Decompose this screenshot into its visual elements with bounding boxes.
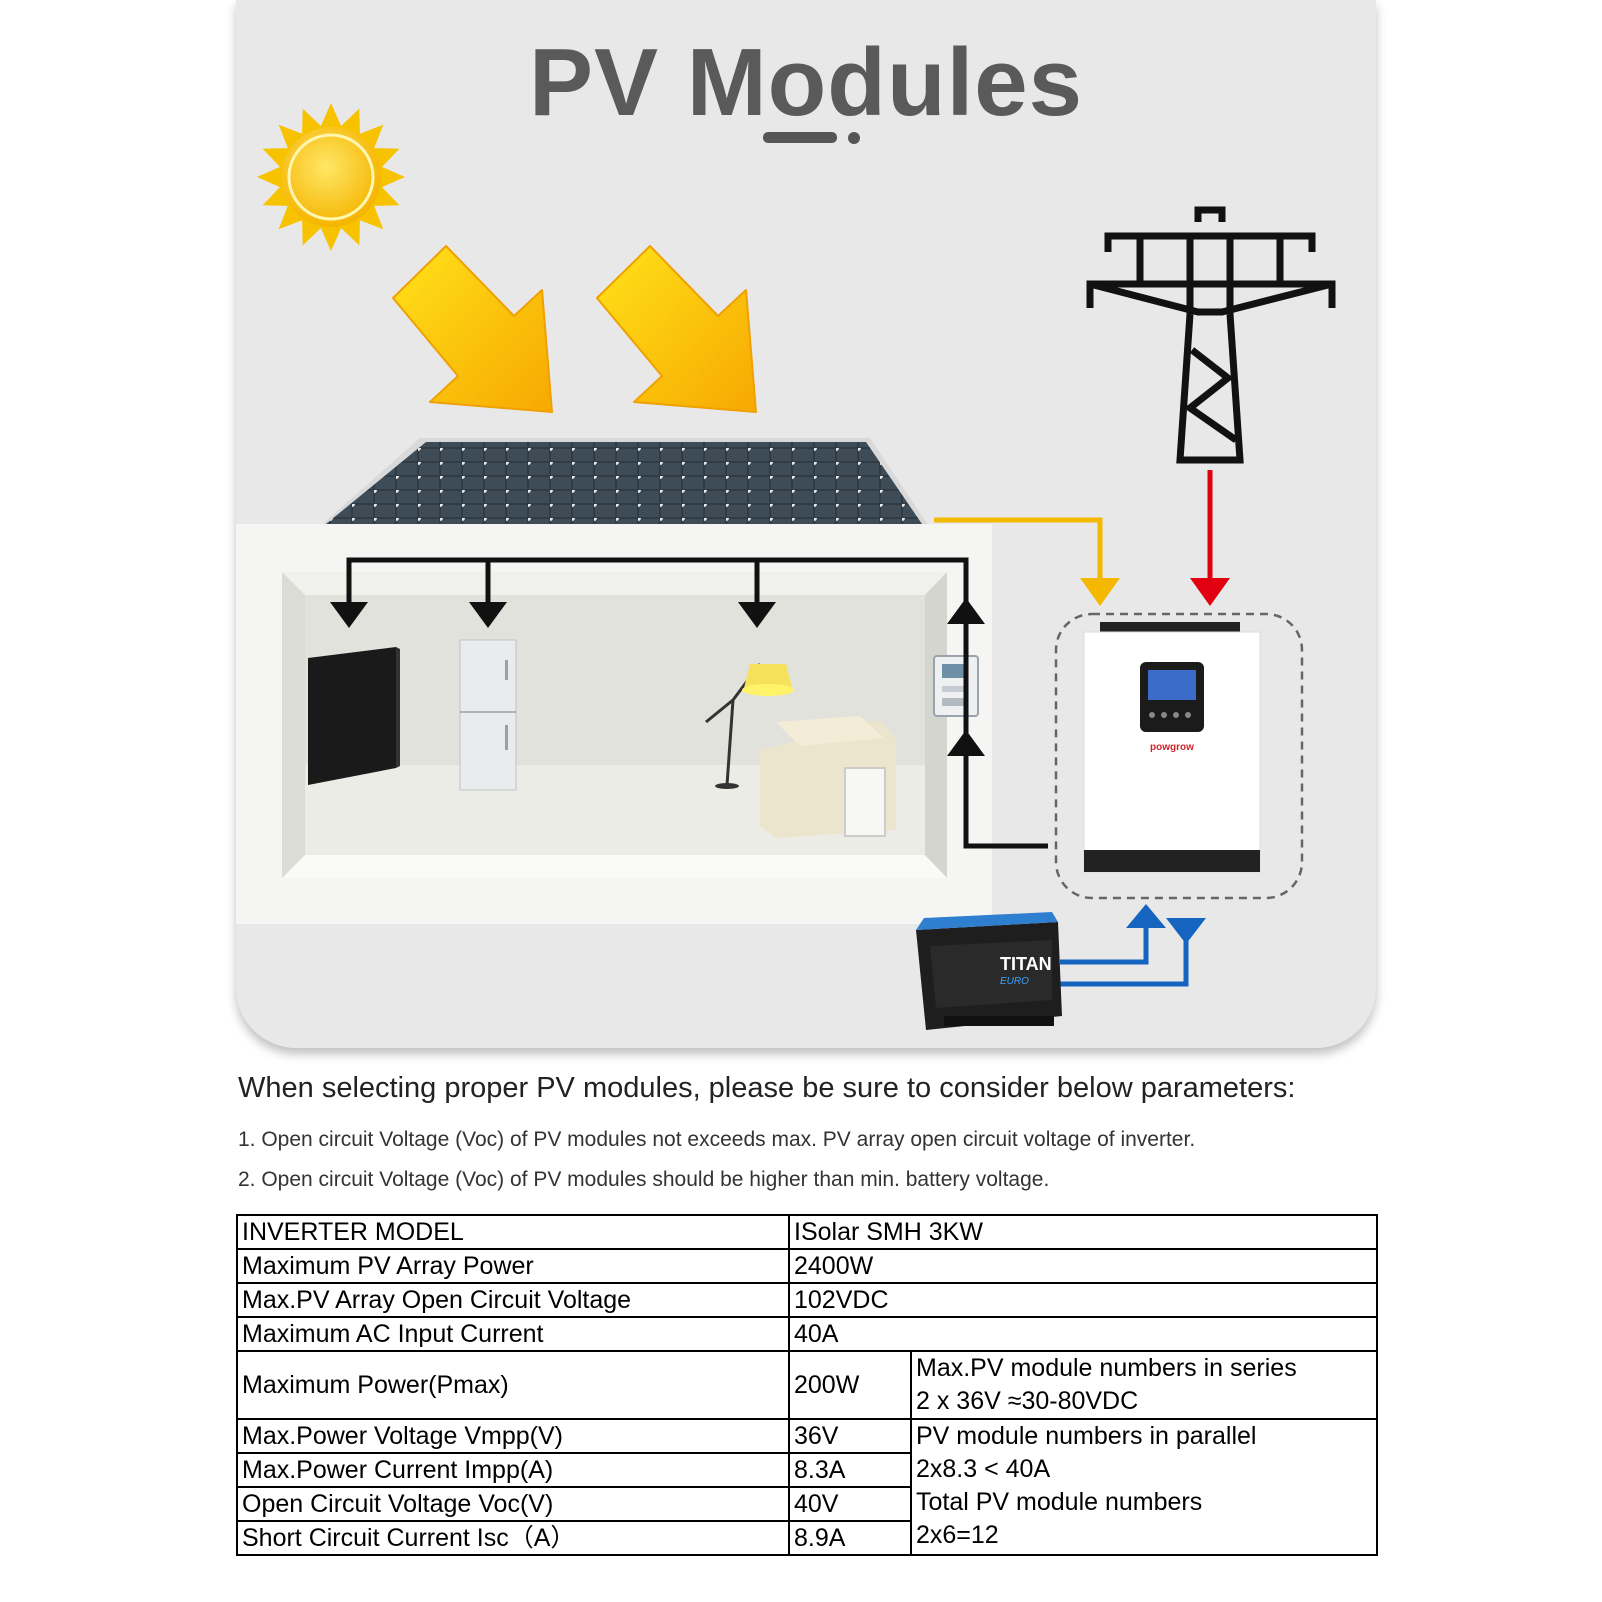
spec-note: PV module numbers in parallel 2x8.3 < 40…: [910, 1418, 1378, 1556]
table-row: Maximum PV Array Power 2400W: [236, 1248, 1378, 1284]
spec-label: Max.Power Voltage Vmpp(V): [236, 1418, 790, 1454]
spec-value: 200W: [788, 1350, 912, 1420]
battery-brand: TITAN: [1000, 954, 1052, 974]
sun-ray-arrow-icon: [392, 245, 553, 413]
battery-arrow-heads: [1126, 904, 1206, 944]
battery-sub: EURO: [1000, 976, 1029, 987]
table-row: Short Circuit Current Isc（A） 8.9A: [236, 1520, 1377, 1556]
sun-ray-arrow-icon: [596, 245, 757, 413]
spec-label: Maximum PV Array Power: [236, 1248, 790, 1284]
meter-icon: [933, 655, 979, 717]
grid-line: [1190, 470, 1230, 606]
spec-value: ISolar SMH 3KW: [788, 1214, 1378, 1250]
spec-label: Max.PV Array Open Circuit Voltage: [236, 1282, 790, 1318]
load-wiring: [346, 557, 1048, 849]
spec-table: INVERTER MODEL ISolar SMH 3KW Maximum PV…: [236, 1214, 1378, 1556]
sofa-icon: [760, 716, 896, 838]
spec-label: Open Circuit Voltage Voc(V): [236, 1486, 790, 1522]
power-tower-icon: [1086, 206, 1336, 464]
inverter-dashed-frame: [1054, 612, 1304, 900]
spec-value: 102VDC: [788, 1282, 1378, 1318]
title-underline-dot: [848, 132, 860, 144]
series-note-value: 2 x 36V ≈30-80VDC: [916, 1387, 1139, 1415]
page-title: PV Modules: [528, 29, 1084, 136]
spec-note: Max.PV module numbers in series 2 x 36V …: [910, 1350, 1378, 1420]
battery-icon: [916, 912, 1062, 1030]
tv-icon: [308, 647, 400, 785]
spec-value: 8.9A: [788, 1520, 912, 1556]
spec-value: 8.3A: [788, 1452, 912, 1488]
table-row: Maximum Power(Pmax) 200W Max.PV module n…: [236, 1350, 1378, 1420]
total-note-title: Total PV module numbers: [916, 1488, 1203, 1516]
lamp-icon: [705, 663, 794, 789]
selection-intro: When selecting proper PV modules, please…: [238, 1072, 1296, 1104]
parallel-note-title: PV module numbers in parallel: [916, 1422, 1257, 1450]
table-row: Open Circuit Voltage Voc(V) 40V: [236, 1486, 1377, 1522]
spec-label: Max.Power Current Impp(A): [236, 1452, 790, 1488]
inverter-icon: [1083, 622, 1261, 873]
series-note-title: Max.PV module numbers in series: [916, 1354, 1297, 1382]
table-row: Max.PV Array Open Circuit Voltage 102VDC: [236, 1282, 1378, 1318]
load-arrow-heads: [330, 598, 985, 756]
spec-label: Maximum Power(Pmax): [236, 1350, 790, 1420]
inverter-brand: powgrow: [1150, 742, 1194, 753]
system-diagram: powgrow TITAN EURO: [236, 103, 1336, 1030]
parallel-note-value: 2x8.3 < 40A: [916, 1455, 1051, 1483]
solar-panel-icon: [318, 438, 930, 528]
spec-value: 36V: [788, 1418, 912, 1454]
note-item-2: 2. Open circuit Voltage (Voc) of PV modu…: [238, 1168, 1050, 1191]
spec-value: 2400W: [788, 1248, 1378, 1284]
table-row: Maximum AC Input Current 40A: [236, 1316, 1378, 1352]
spec-label: Maximum AC Input Current: [236, 1316, 790, 1352]
table-row: Max.Power Voltage Vmpp(V) 36V PV module …: [236, 1418, 1378, 1556]
table-row: INVERTER MODEL ISolar SMH 3KW: [236, 1214, 1378, 1250]
spec-value: 40V: [788, 1486, 912, 1522]
spec-value: 40A: [788, 1316, 1378, 1352]
pv-line: [934, 517, 1120, 606]
note-item-1: 1. Open circuit Voltage (Voc) of PV modu…: [238, 1128, 1196, 1151]
fridge-icon: [459, 639, 517, 791]
total-note-value: 2x6=12: [916, 1521, 999, 1549]
battery-line: [1060, 922, 1189, 987]
sun-icon: [257, 103, 405, 251]
spec-label: INVERTER MODEL: [236, 1214, 790, 1250]
spec-label: Short Circuit Current Isc（A）: [236, 1520, 790, 1556]
table-row: Max.Power Current Impp(A) 8.3A: [236, 1452, 1377, 1488]
title-underline: [763, 132, 837, 143]
